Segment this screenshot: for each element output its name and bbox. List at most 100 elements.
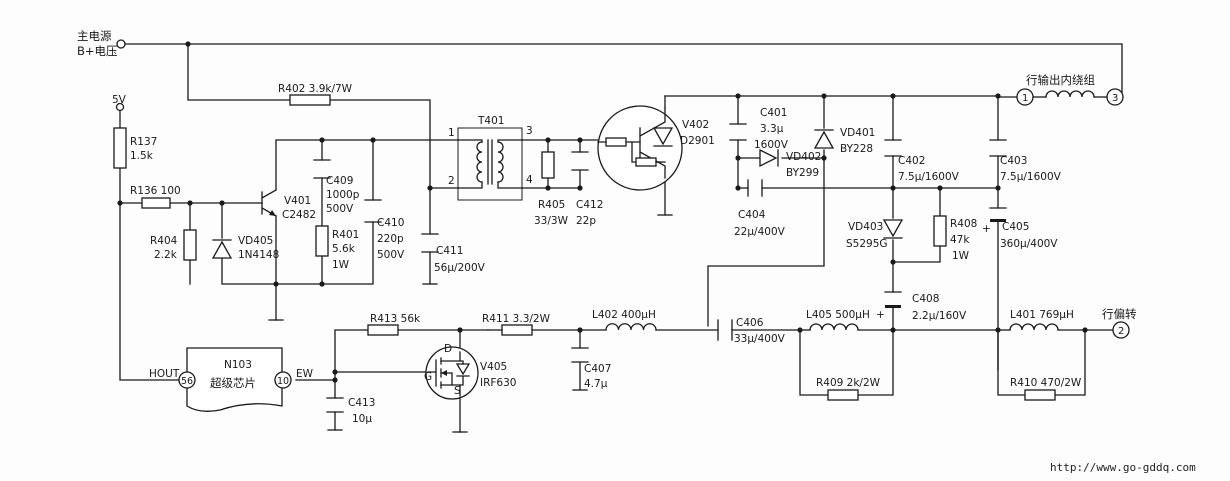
c410-ref: C410 [377, 217, 404, 229]
v402-value: D2901 [680, 135, 715, 147]
r413-label: R413 56k [370, 313, 421, 325]
vd405-value: 1N4148 [238, 249, 279, 261]
c401-value: 3.3μ [760, 123, 784, 135]
v401-value: C2482 [282, 209, 316, 221]
winding-pin-3-num: 3 [1112, 93, 1118, 104]
c409-ref: C409 [326, 175, 353, 187]
v401-ref: V401 [284, 195, 311, 207]
r405-resistor [541, 151, 555, 179]
c401-voltage: 1600V [754, 139, 789, 151]
winding-inductor [1045, 90, 1095, 98]
c407-value: 4.7μ [584, 378, 608, 390]
vd402-diode [759, 148, 779, 168]
c410-value: 220p [377, 233, 404, 245]
l401-inductor [1009, 323, 1059, 331]
c406-capacitor [717, 319, 733, 341]
c408-value: 2.2μ/160V [912, 310, 967, 322]
vd403-diode [882, 219, 904, 239]
chip-pin-10-num: 10 [277, 376, 289, 387]
r411-resistor [501, 324, 533, 336]
mosfet-s-label: S [454, 385, 461, 397]
r408-power: 1W [952, 250, 970, 262]
vd403-value: S5295G [846, 238, 888, 250]
c412-capacitor [571, 151, 589, 171]
c402-capacitor [884, 139, 902, 157]
r410-resistor [1024, 389, 1056, 401]
r409-label: R409 2k/2W [816, 377, 881, 389]
deflect-pin-2-num: 2 [1118, 326, 1124, 337]
c403-value: 7.5μ/1600V [1000, 171, 1062, 183]
vd403-ref: VD403 [848, 221, 883, 233]
bplus-terminal [116, 39, 126, 49]
c404-ref: C404 [738, 209, 766, 221]
l401-label: L401 769μH [1010, 309, 1074, 321]
c405-value: 360μ/400V [1000, 238, 1058, 250]
winding-pin-1 [1016, 88, 1034, 106]
vd402-ref: VD402 [786, 151, 821, 163]
n103-chip [186, 347, 283, 412]
r408-value: 47k [950, 234, 970, 246]
vd402-value: BY299 [786, 167, 819, 179]
l405-label: L405 500μH [806, 309, 870, 321]
t401-transformer [457, 127, 523, 201]
c413-capacitor [326, 397, 344, 413]
c412-ref: C412 [576, 199, 603, 211]
r408-ref: R408 [950, 218, 977, 230]
r137-value: 1.5k [130, 150, 154, 162]
t401-ref: T401 [477, 115, 504, 127]
vd401-value: BY228 [840, 143, 873, 155]
vd401-ref: VD401 [840, 127, 875, 139]
r137-resistor [113, 127, 127, 169]
chip-name: 超级芯片 [210, 376, 256, 390]
winding-label: 行输出内绕组 [1026, 73, 1095, 87]
l402-inductor [605, 323, 657, 331]
c413-ref: C413 [348, 397, 375, 409]
c402-value: 7.5μ/1600V [898, 171, 960, 183]
junctions [117, 41, 1088, 383]
l405-inductor [809, 323, 859, 331]
mosfet-g-label: G [424, 371, 432, 383]
c411-value: 56μ/200V [434, 262, 486, 274]
c409-voltage: 500V [326, 203, 354, 215]
c403-ref: C403 [1000, 155, 1027, 167]
r136-resistor [141, 197, 171, 209]
r404-value: 2.2k [154, 249, 178, 261]
c409-value: 1000p [326, 189, 360, 201]
winding-pin-1-num: 1 [1022, 93, 1028, 104]
t401-pin-1: 1 [448, 127, 455, 139]
vd405-ref: VD405 [238, 235, 273, 247]
r404-resistor [183, 229, 197, 261]
svg-text:+: + [982, 223, 991, 235]
chip-ew-label: EW [296, 368, 314, 380]
svg-text:+: + [876, 309, 885, 321]
v405-mosfet [425, 346, 479, 400]
deflect-label: 行偏转 [1102, 307, 1137, 321]
c411-capacitor [421, 233, 439, 253]
ground-symbols [268, 214, 673, 433]
5v-label: 5V [112, 94, 127, 106]
r401-ref: R401 [332, 229, 359, 241]
chip-ref: N103 [224, 359, 252, 371]
r402-resistor [289, 94, 331, 106]
c412-value: 22p [576, 215, 596, 227]
r410-label: R410 470/2W [1010, 377, 1082, 389]
r401-power: 1W [332, 259, 350, 271]
r402-label: R402 3.9k/7W [278, 83, 353, 95]
bplus-voltage-label: B+电压 [77, 44, 118, 58]
t401-pin-4: 4 [526, 174, 533, 186]
vd405-diode [211, 239, 233, 259]
c403-capacitor [989, 139, 1007, 157]
deflect-pin-2 [1112, 321, 1130, 339]
c404-value: 22μ/400V [734, 226, 786, 238]
c408-capacitor: + [876, 291, 902, 321]
c401-ref: C401 [760, 107, 787, 119]
c405-ref: C405 [1002, 221, 1029, 233]
c407-ref: C407 [584, 363, 611, 375]
c407-capacitor [571, 347, 589, 363]
vd401-diode [813, 129, 835, 149]
c409-capacitor [313, 159, 331, 179]
r401-value: 5.6k [332, 243, 356, 255]
c406-ref: C406 [736, 317, 764, 329]
c413-value: 10μ [352, 413, 372, 425]
